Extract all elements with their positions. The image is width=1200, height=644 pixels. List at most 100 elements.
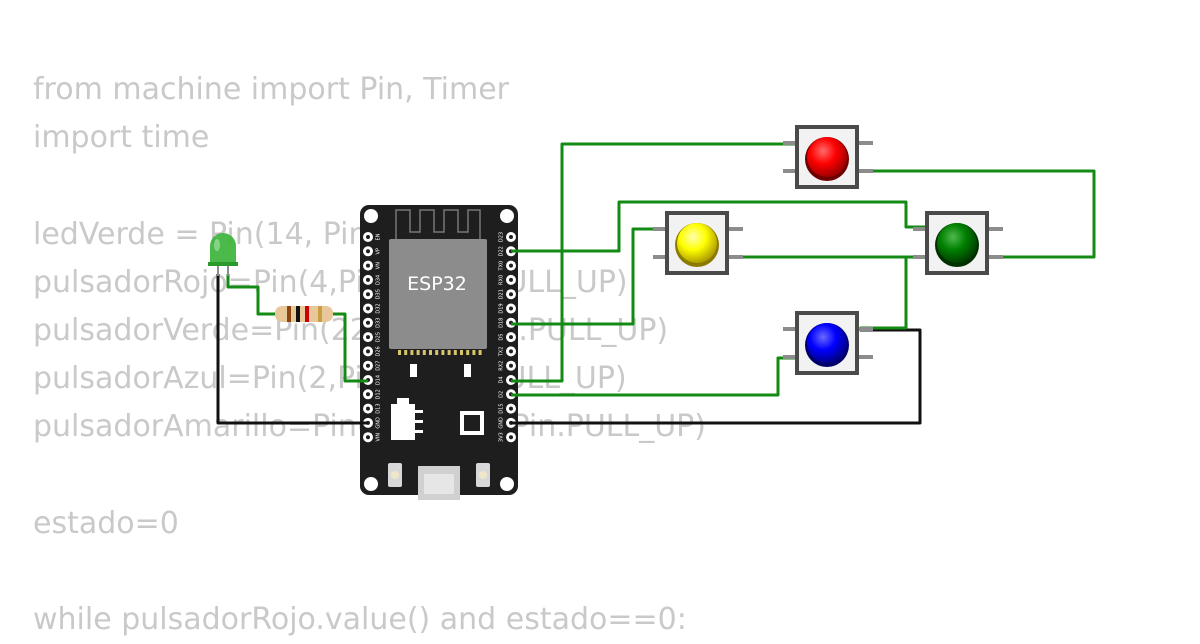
code-line: estado=0 — [33, 505, 179, 541]
wire-led-resistor[interactable] — [226, 274, 282, 316]
pin-label: D22 — [499, 246, 505, 256]
boot-button-cap — [479, 471, 487, 479]
code-line: from machine import Pin, Timer — [33, 72, 510, 107]
resistor-body — [275, 306, 333, 322]
pin-label: D23 — [499, 232, 505, 242]
module-pad — [416, 350, 420, 355]
pin-label: TX0 — [499, 261, 505, 272]
code-line: pulsadorAzul=Pin(2,Pin.IN,Pin.PULL_UP) — [33, 361, 627, 397]
red-pushbutton[interactable] — [783, 125, 873, 189]
blue-pushbutton[interactable] — [783, 311, 873, 375]
module-pad — [466, 350, 470, 355]
pin-label: D26 — [376, 346, 382, 356]
regulator-tab — [397, 398, 409, 405]
wire-led-gnd[interactable] — [216, 274, 368, 425]
wire-d2-blue-button[interactable] — [511, 356, 796, 397]
pin-label: TX2 — [499, 347, 505, 358]
module-pad — [472, 350, 476, 355]
pin-hole — [366, 320, 370, 325]
button-cap — [677, 223, 717, 263]
pin-hole — [366, 306, 370, 311]
code-line: pulsadorRojo=Pin(4,Pin.IN,Pin.PULL_UP) — [33, 264, 628, 300]
button-cap — [807, 137, 847, 177]
resistor-band — [296, 306, 300, 322]
led-highlight — [214, 239, 220, 251]
module-pads — [398, 350, 482, 355]
smd-component — [464, 364, 471, 377]
resistor-band — [305, 306, 309, 322]
pin-label: VIN — [376, 433, 382, 442]
pin-label: D21 — [499, 289, 505, 299]
resistor-band — [318, 306, 322, 322]
pin-hole — [366, 249, 370, 254]
circuit-diagram: ESP32 ENVPVND34D35D32D33D25D26D27D14D12D… — [208, 125, 1096, 500]
smd-component — [410, 364, 417, 377]
wire-d4-red-button[interactable] — [511, 142, 796, 383]
usb-port — [424, 474, 454, 494]
esp32-module — [389, 239, 487, 349]
pin-hole — [366, 263, 370, 268]
module-pad — [478, 350, 482, 355]
pin-label: D25 — [376, 332, 382, 342]
pin-hole — [366, 349, 370, 354]
resistor-band — [287, 306, 291, 322]
pin-label: RX0 — [499, 275, 505, 285]
pin-label: D4 — [499, 376, 505, 383]
pin-label: 3V3 — [499, 432, 505, 442]
pin-hole — [509, 349, 513, 354]
pin-hole — [366, 235, 370, 239]
yellow-pushbutton[interactable] — [653, 211, 743, 275]
wire-d15-gnd[interactable] — [511, 328, 922, 425]
mount-hole — [500, 477, 514, 491]
pin-label: D32 — [376, 303, 382, 313]
regulator-lead — [415, 420, 423, 423]
pin-label: GND — [499, 417, 505, 429]
pin-hole — [366, 392, 370, 397]
pin-hole — [366, 406, 370, 411]
wire-d22-green-button[interactable] — [511, 200, 926, 253]
module-pad — [441, 350, 445, 355]
right-pin-header: D23D22TX0RX0D21D19D18D5TX2RX2D4D2D15GND3… — [499, 232, 516, 443]
pin-label: VN — [376, 262, 382, 269]
green-led[interactable] — [208, 233, 238, 276]
pin-hole — [366, 292, 370, 297]
pin-hole — [509, 363, 513, 368]
pin-label: D12 — [376, 389, 382, 399]
green-pushbutton[interactable] — [913, 211, 1003, 275]
en-button-cap — [391, 471, 399, 479]
pin-hole — [509, 406, 513, 411]
pin-label: D14 — [376, 375, 382, 385]
pin-label: D18 — [499, 318, 505, 328]
pin-hole — [509, 277, 513, 282]
pin-hole — [509, 306, 513, 311]
module-pad — [460, 350, 463, 355]
led-body — [210, 233, 236, 264]
module-pad — [410, 350, 414, 355]
left-pin-header: ENVPVND34D35D32D33D25D26D27D14D12D13GNDV… — [363, 232, 382, 443]
usb-uart-chip-core — [464, 415, 480, 431]
pin-label: RX2 — [499, 361, 505, 371]
led-rim — [208, 262, 238, 266]
board-label: ESP32 — [407, 273, 467, 295]
wire-d18-yellow-button[interactable] — [511, 227, 666, 326]
pin-label: D15 — [499, 403, 505, 413]
wire-green-to-blue[interactable] — [860, 257, 908, 330]
wire-red-to-green[interactable] — [856, 169, 1096, 259]
pin-label: D34 — [376, 275, 382, 285]
button-cap — [807, 323, 847, 363]
pin-hole — [366, 335, 370, 340]
antenna-trace — [395, 209, 481, 240]
pin-label: EN — [376, 233, 382, 240]
regulator-lead — [415, 410, 423, 413]
button-cap — [937, 223, 977, 263]
resistor[interactable] — [275, 306, 333, 322]
mount-hole — [364, 477, 378, 491]
pin-label: D13 — [376, 403, 382, 413]
pin-label: GND — [376, 417, 382, 429]
esp32-board[interactable]: ESP32 ENVPVND34D35D32D33D25D26D27D14D12D… — [360, 205, 518, 500]
module-pad — [453, 350, 457, 355]
pin-label: D5 — [499, 334, 505, 341]
module-pad — [447, 350, 451, 355]
pin-hole — [509, 263, 513, 268]
wire-resistor-d14[interactable] — [328, 312, 368, 383]
